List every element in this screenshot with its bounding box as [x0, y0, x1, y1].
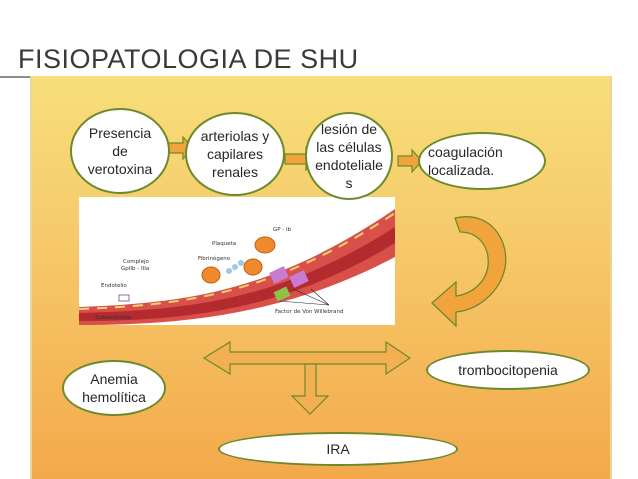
node-lesion: lesión de las células endoteliale s: [305, 112, 393, 200]
fibrinogen-icon: [238, 260, 244, 266]
node-presencia: Presencia de verotoxina: [70, 108, 170, 194]
node-ira: IRA: [218, 432, 458, 466]
slide-title: FISIOPATOLOGIA DE SHU: [18, 44, 359, 74]
vwf-icon: [273, 286, 291, 302]
node-coagulacion: coagulación localizada.: [418, 132, 546, 190]
label-plaqueta: Plaqueta: [212, 241, 236, 247]
node-anemia: Anemia hemolítica: [62, 360, 166, 416]
down-arrow: [290, 363, 330, 415]
fibrinogen-icon: [232, 264, 238, 270]
label-gp: GP - Ib: [273, 227, 292, 233]
platelet-icon: [201, 266, 221, 284]
arrow-lesion-to-coagulacion: [397, 148, 423, 174]
vwf-icon: [269, 266, 289, 284]
label-complejo-2: GpIIb - IIIa: [121, 266, 149, 272]
endothelium-line: [79, 212, 395, 310]
label-factor: Factor de Von Willebrand: [275, 309, 344, 315]
node-arteriolas: arteriolas y capilares renales: [185, 112, 285, 196]
label-fibrinogeno: Fibrinógeno: [198, 255, 231, 262]
label-complejo-1: Complejo: [123, 259, 149, 265]
label-endotelio: Endotelio: [101, 283, 127, 289]
curved-arrow: [431, 216, 507, 328]
vessel-illustration: GP - Ib Plaqueta Fibrinógeno Complejo Gp…: [79, 197, 395, 325]
node-presencia-label: Presencia de verotoxina: [87, 125, 153, 177]
node-lesion-label: lesión de las células endoteliale s: [315, 121, 383, 191]
node-anemia-label: Anemia hemolítica: [82, 371, 146, 405]
fibrinogen-icon: [226, 268, 232, 274]
node-trombocitopenia-label: trombocitopenia: [458, 362, 558, 378]
vessel-lumen: [79, 227, 395, 321]
platelet-icon: [254, 236, 276, 254]
double-arrow: [202, 340, 412, 376]
platelet-icon: [243, 258, 263, 276]
node-trombocitopenia: trombocitopenia: [426, 350, 590, 390]
node-ira-label: IRA: [326, 441, 350, 457]
label-subendotelio: Subendotelio: [95, 315, 132, 321]
node-coagulacion-label: coagulación localizada.: [428, 144, 503, 178]
node-arteriolas-label: arteriolas y capilares renales: [200, 128, 270, 180]
vwf-icon: [289, 270, 309, 288]
vessel-svg: GP - Ib Plaqueta Fibrinógeno Complejo Gp…: [79, 209, 395, 325]
